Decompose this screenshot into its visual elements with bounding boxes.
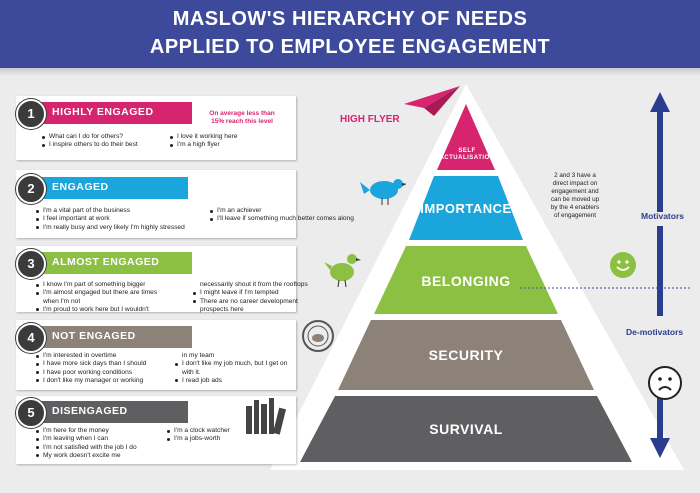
level-1-bar: HIGHLY ENGAGED	[28, 102, 192, 124]
bird-icon	[360, 179, 406, 205]
side-note-line: engagement and	[551, 188, 599, 195]
list-item: I know I'm part of something bigger	[36, 281, 157, 289]
list-item: I'm a jobs-worth	[167, 435, 230, 443]
list-item: I'm interested in overtime	[36, 352, 146, 360]
level-3-label: ALMOST ENGAGED	[52, 256, 160, 268]
pyramid-label-self-line1: SELF	[458, 148, 476, 154]
list-item: I have more sick days than I should	[36, 360, 146, 368]
down-arrow-head	[650, 438, 670, 458]
list-item: I don't like my job much, but I get on	[175, 360, 287, 368]
level-2-label: ENGAGED	[52, 181, 109, 193]
chicken-icon	[324, 254, 361, 288]
down-arrow-shaft	[657, 226, 663, 316]
sad-face-icon	[648, 366, 682, 400]
list-item-continued: prospects here	[200, 305, 244, 313]
level-4-list-col1: I'm interested in overtime I have more s…	[36, 352, 146, 385]
list-item: I inspire others to do their best	[42, 141, 138, 149]
motivators-label: Motivators	[641, 211, 684, 221]
hamster-wheel-icon	[302, 320, 334, 352]
list-item: I'm a high flyer	[170, 141, 237, 149]
pyramid-tier-belonging	[374, 246, 558, 314]
note-line: On average less than	[209, 110, 275, 117]
list-item-continued: with it.	[182, 368, 201, 376]
list-item: I might leave if I'm tempted	[193, 289, 308, 297]
level-5-list-col2: I'm a clock watcher I'm a jobs-worth	[167, 427, 230, 444]
list-item: I'm proud to work here but I wouldn't	[36, 306, 157, 314]
demotivators-label: De-motivators	[626, 327, 684, 337]
list-item: I read job ads	[175, 377, 287, 385]
pyramid-label-belonging: BELONGING	[421, 273, 511, 289]
side-note: 2 and 3 have a direct impact on engageme…	[536, 172, 614, 220]
level-1-note: On average less than 15% reach this leve…	[202, 110, 282, 126]
side-note-line: direct impact on	[552, 180, 598, 187]
books-icon	[246, 398, 286, 435]
pyramid-label-importance: IMPORTANCE	[420, 201, 512, 216]
level-3-list-col1: I know I'm part of something bigger I'm …	[36, 281, 157, 314]
title-line-1: MASLOW'S HIERARCHY OF NEEDS	[172, 8, 528, 30]
list-item: I feel important at work	[36, 215, 185, 223]
pyramid-tier-self-actualisation	[437, 104, 495, 170]
level-4-number: 4	[16, 323, 46, 353]
list-item: I don't like my manager or working	[36, 377, 146, 385]
pyramid-label-self: SELF ACTUALISATION	[439, 148, 495, 162]
list-item: My work doesn't excite me	[36, 452, 137, 460]
list-item: I'm leaving when I can	[36, 435, 137, 443]
level-2-number: 2	[16, 174, 46, 204]
level-3-bar: ALMOST ENGAGED	[28, 252, 192, 274]
list-item: I'll leave if something much better come…	[210, 215, 354, 223]
side-note-line: by the 4 enablers	[550, 204, 600, 211]
header-banner: MASLOW'S HIERARCHY OF NEEDS APPLIED TO E…	[0, 0, 700, 68]
level-3-number: 3	[16, 249, 46, 279]
side-note-line: 2 and 3 have a	[554, 172, 596, 179]
list-item-continued: in my team	[182, 352, 215, 359]
list-item-continued: necessarily shout it from the rooftops	[200, 281, 308, 288]
list-item: I love it working here	[170, 133, 237, 141]
list-item: I'm almost engaged but there are times	[36, 289, 157, 297]
list-item: I'm an achiever	[210, 207, 354, 215]
level-4-bar: NOT ENGAGED	[28, 326, 192, 348]
down-arrow-shaft-lower	[657, 398, 663, 438]
pyramid-label-survival: SURVIVAL	[429, 421, 503, 437]
pyramid-tier-importance	[409, 176, 523, 240]
list-item: What can I do for others?	[42, 133, 138, 141]
up-arrow-head	[650, 92, 670, 112]
level-1-list-col2: I love it working here I'm a high flyer	[170, 133, 237, 150]
level-2-list-col1: I'm a vital part of the business I feel …	[36, 207, 185, 232]
high-flyer-badge: HIGH FLYER	[340, 114, 400, 125]
list-item: I have poor working conditions	[36, 369, 146, 377]
pyramid-label-self-line2: ACTUALISATION	[439, 155, 495, 161]
list-item: I'm a clock watcher	[167, 427, 230, 435]
paper-plane-icon	[404, 86, 460, 116]
list-item: I'm not satisfied with the job I do	[36, 444, 137, 452]
list-item: I'm a vital part of the business	[36, 207, 185, 215]
side-note-line: of engagement	[553, 212, 596, 219]
level-2-list-col2: I'm an achiever I'll leave if something …	[210, 207, 354, 224]
level-3-list-col2: necessarily shout it from the rooftops I…	[193, 281, 308, 314]
level-4-label: NOT ENGAGED	[52, 330, 136, 342]
title-line-2: APPLIED TO EMPLOYEE ENGAGEMENT	[149, 36, 551, 58]
note-line: 15% reach this level	[211, 118, 273, 125]
level-1-label: HIGHLY ENGAGED	[52, 106, 154, 118]
level-2-bar: ENGAGED	[28, 177, 188, 199]
list-item: There are no career development	[193, 298, 308, 306]
smiley-face-icon	[610, 252, 636, 278]
level-5-number: 5	[16, 398, 46, 428]
level-4-list-col2: in my team I don't like my job much, but…	[175, 352, 287, 385]
up-arrow-shaft	[657, 112, 663, 212]
pyramid-label-security: SECURITY	[428, 347, 504, 363]
pyramid-tier-security	[338, 320, 594, 390]
list-item: I'm really busy and very likely I'm high…	[36, 224, 185, 232]
side-note-line: can be moved up	[550, 196, 600, 203]
level-5-bar: DISENGAGED	[28, 401, 188, 423]
list-item-continued: when I'm not	[43, 297, 81, 305]
level-5-label: DISENGAGED	[52, 405, 128, 417]
pyramid-tier-survival	[300, 396, 632, 462]
level-5-list-col1: I'm here for the money I'm leaving when …	[36, 427, 137, 460]
level-1-list-col1: What can I do for others? I inspire othe…	[42, 133, 138, 150]
level-1-number: 1	[16, 99, 46, 129]
header-shadow	[0, 68, 700, 76]
list-item: I'm here for the money	[36, 427, 137, 435]
